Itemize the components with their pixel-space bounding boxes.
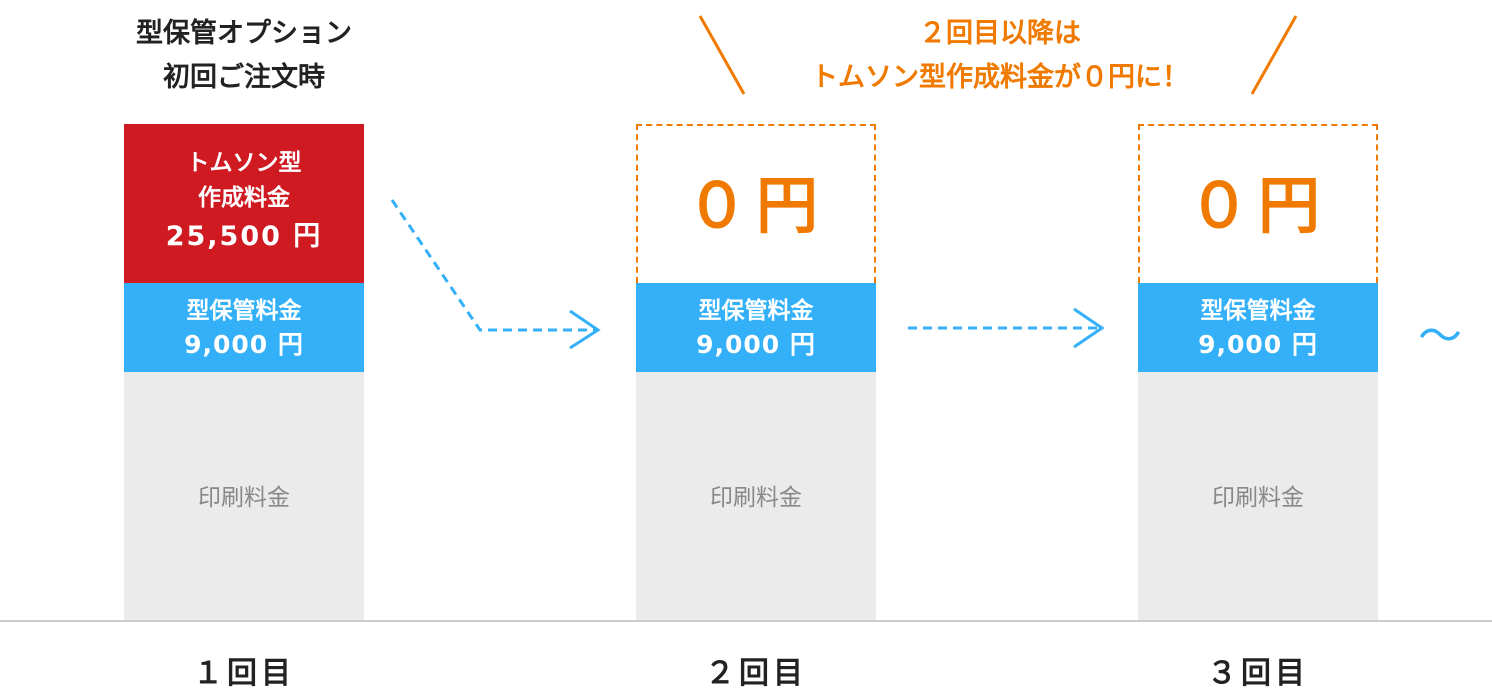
continuation-tilde: 〜 — [1418, 311, 1462, 362]
mold-fee-title-2: 作成料金 — [198, 185, 290, 211]
storage-fee-block: 型保管料金 9,000 円 — [1138, 283, 1378, 372]
callout-line2: トムソン型作成料金が０円に！ — [811, 62, 1189, 93]
arrow-1-to-2 — [390, 199, 601, 350]
print-fee-block: 印刷料金 — [636, 372, 876, 621]
order-column-1: トムソン型 作成料金 25,500 円 型保管料金 9,000 円 印刷料金 — [124, 124, 364, 621]
storage-fee-amount: 9,000 円 — [1198, 330, 1318, 359]
mold-fee-amount: 25,500 円 — [165, 221, 323, 252]
heading-line2: 初回ご注文時 — [163, 62, 325, 93]
mold-fee-free-block: ０円 — [636, 124, 876, 283]
print-fee-block: 印刷料金 — [124, 372, 364, 621]
storage-fee-title: 型保管料金 — [186, 298, 302, 324]
callout-line1: ２回目以降は — [919, 18, 1081, 49]
print-fee-block: 印刷料金 — [1138, 372, 1378, 621]
order-label-3: ３回目 — [1207, 656, 1309, 691]
free-callout: ２回目以降は トムソン型作成料金が０円に！ — [740, 12, 1260, 100]
storage-fee-amount: 9,000 円 — [184, 330, 304, 359]
heading-line1: 型保管オプション — [136, 18, 352, 49]
callout-right-slash — [1250, 15, 1298, 95]
mold-fee-free-block: ０円 — [1138, 124, 1378, 283]
mold-creation-fee-block: トムソン型 作成料金 25,500 円 — [124, 124, 364, 283]
storage-fee-title: 型保管料金 — [698, 298, 814, 324]
order-label-1: １回目 — [193, 656, 295, 691]
first-order-heading: 型保管オプション 初回ご注文時 — [94, 12, 394, 100]
order-column-2: ０円 型保管料金 9,000 円 印刷料金 — [636, 124, 876, 621]
storage-fee-amount: 9,000 円 — [696, 330, 816, 359]
storage-fee-block: 型保管料金 9,000 円 — [636, 283, 876, 372]
storage-fee-block: 型保管料金 9,000 円 — [124, 283, 364, 372]
baseline-divider — [0, 620, 1492, 622]
arrow-2-to-3 — [908, 307, 1105, 349]
order-label-2: ２回目 — [705, 656, 807, 691]
mold-fee-title-1: トムソン型 — [186, 150, 302, 176]
storage-fee-title: 型保管料金 — [1200, 298, 1316, 324]
order-column-3: ０円 型保管料金 9,000 円 印刷料金 — [1138, 124, 1378, 621]
callout-left-slash — [698, 15, 746, 95]
